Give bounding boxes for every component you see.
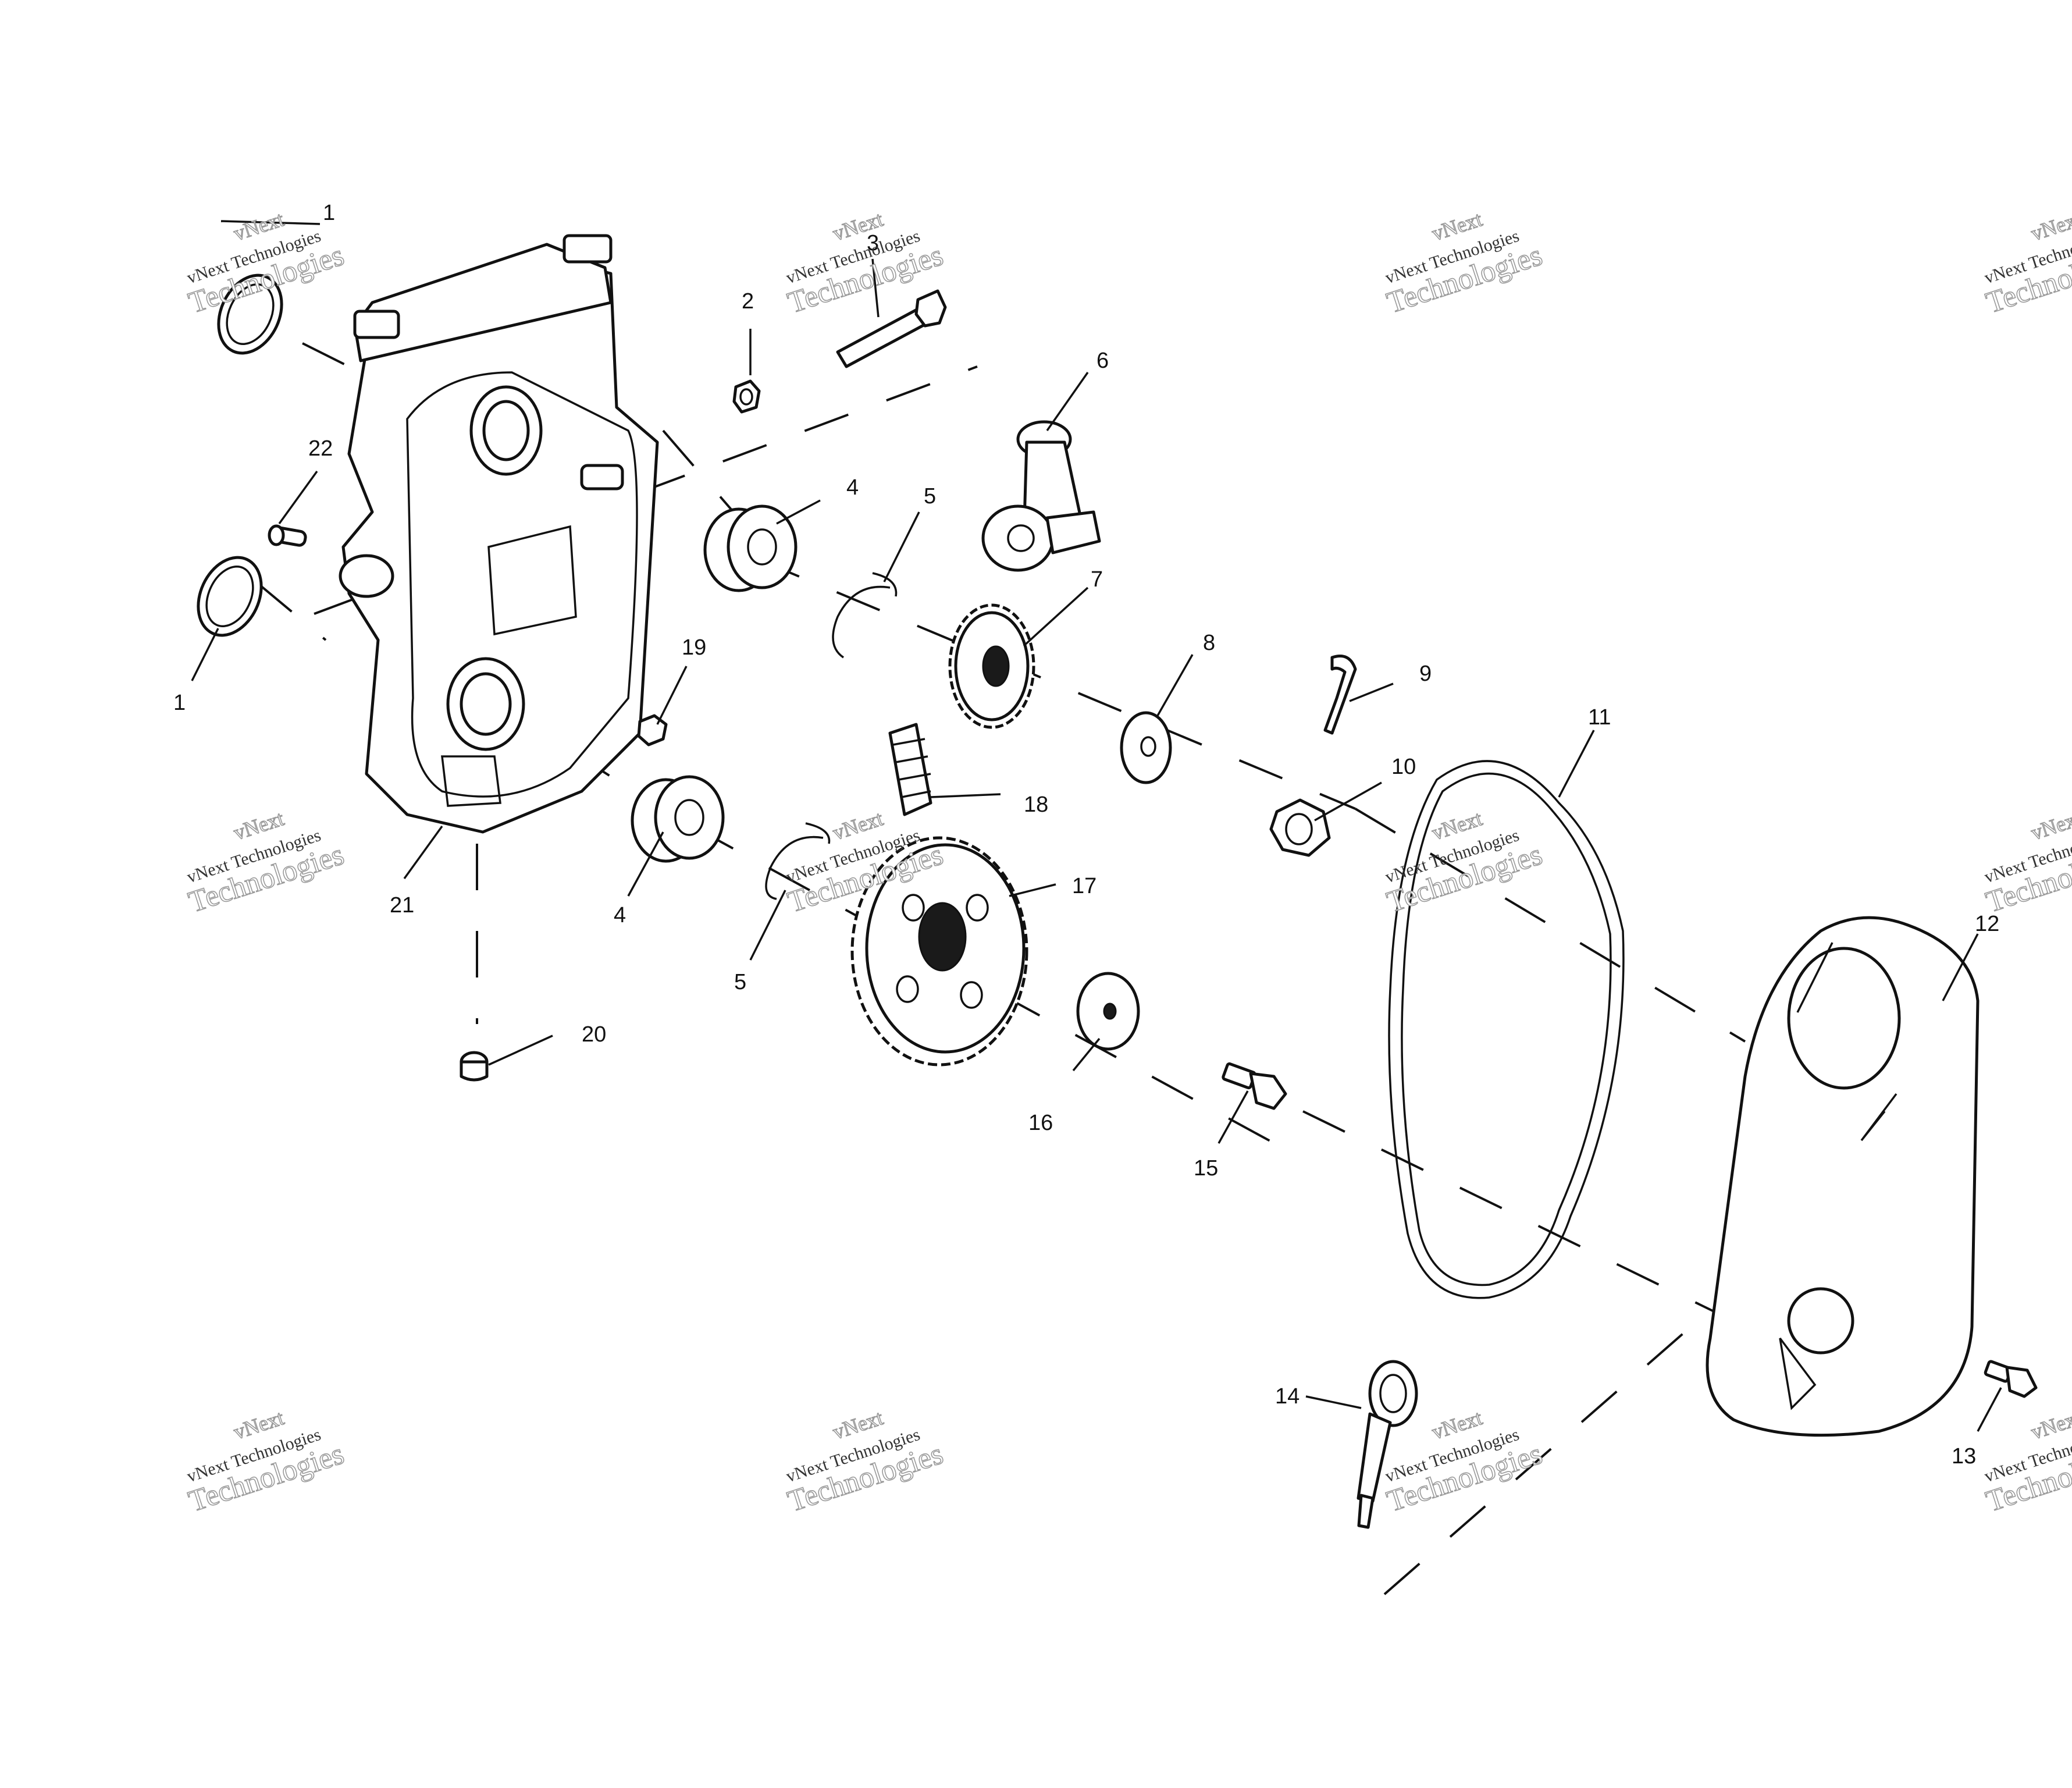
callout-16: 16: [1028, 1111, 1053, 1135]
bearing-lower: [631, 775, 725, 863]
leader-20: [488, 1035, 553, 1066]
callout-5-upper: 5: [924, 484, 936, 509]
watermark: vNext vNext Technologies Technologies: [784, 1405, 948, 1519]
svg-text:vNext: vNext: [2028, 1406, 2072, 1444]
seal-top: [217, 273, 283, 355]
watermark: vNext vNext Technologies Technologies: [1982, 806, 2072, 919]
drive-chain: [888, 723, 932, 816]
callout-17: 17: [1072, 874, 1096, 898]
leader-4a: [776, 499, 821, 525]
leader-8: [1156, 654, 1194, 716]
leader-19: [656, 666, 688, 725]
leader-4b: [627, 831, 664, 897]
nut-19: [637, 714, 668, 747]
cotter-pin: [1323, 655, 1357, 735]
snap-ring-lower: [765, 822, 831, 900]
callout-4-upper: 4: [846, 475, 859, 500]
callout-4-lower: 4: [614, 903, 626, 927]
callout-10: 10: [1391, 755, 1416, 779]
bearing-upper: [703, 504, 798, 592]
leader-1a: [220, 220, 321, 225]
leader-15: [1217, 1090, 1249, 1144]
watermark: vNext vNext Technologies Technologies: [1982, 207, 2072, 320]
callout-3: 3: [867, 231, 879, 255]
watermark: vNext vNext Technologies Technologies: [184, 806, 348, 919]
callout-7: 7: [1091, 567, 1103, 592]
axis-upper-shaft: [756, 557, 1356, 810]
watermark: vNext vNext Technologies Technologies: [184, 1405, 348, 1519]
leader-14: [1305, 1395, 1362, 1409]
leader-22: [278, 470, 318, 525]
leader-3: [871, 258, 880, 318]
leader-21: [403, 825, 443, 880]
axis-upper-to-cover: [1354, 808, 1746, 1043]
leader-16: [1072, 1037, 1101, 1072]
dowel-pin: [268, 524, 307, 547]
leader-11: [1558, 730, 1595, 798]
callout-5-lower: 5: [734, 970, 746, 994]
svg-text:vNext: vNext: [2028, 207, 2072, 245]
callout-12: 12: [1975, 912, 1999, 936]
chaincase-housing: [339, 234, 659, 834]
callout-1-top: 1: [323, 201, 335, 225]
leader-6: [1046, 371, 1089, 432]
callout-21: 21: [390, 893, 414, 918]
leader-9: [1349, 683, 1394, 702]
watermark: vNext vNext Technologies Technologies: [1982, 1405, 2072, 1519]
cover-gasket: [1388, 760, 1625, 1299]
leader-18: [930, 793, 1001, 798]
leader-5a: [883, 511, 920, 582]
callout-9: 9: [1419, 662, 1432, 686]
callout-20: 20: [582, 1022, 606, 1047]
axis-lower-to-cover: [1302, 1110, 1746, 1328]
callout-6: 6: [1096, 349, 1109, 373]
callout-19: 19: [682, 635, 706, 660]
leader-10: [1314, 781, 1382, 822]
sprocket-small: [948, 603, 1035, 729]
leader-17: [1009, 883, 1056, 897]
axis-dipstick: [1383, 1314, 1706, 1595]
tensioner-arm: [981, 420, 1101, 572]
washer-upper: [1120, 711, 1172, 784]
snap-ring-upper: [832, 572, 898, 659]
axis-top-seal: [302, 342, 361, 374]
seal-left: [197, 556, 263, 637]
nut-large: [1269, 798, 1331, 857]
callout-1-left: 1: [173, 691, 186, 715]
watermark: vNext vNext Technologies Technologies: [1383, 207, 1547, 320]
leader-13: [1977, 1387, 2002, 1432]
callout-22: 22: [308, 436, 333, 461]
washer-lower: [1076, 972, 1140, 1051]
callout-14: 14: [1275, 1384, 1300, 1409]
callout-8: 8: [1203, 631, 1215, 655]
shaft-bolt: [1222, 1062, 1287, 1110]
drain-plug: [460, 1051, 489, 1082]
leader-7: [1023, 586, 1089, 647]
axis-upper-bearing: [662, 429, 775, 560]
axis-left-seal: [255, 581, 327, 641]
gear-large: [850, 836, 1028, 1067]
svg-text:vNext: vNext: [2028, 806, 2072, 844]
cover-bolt: [1984, 1360, 2038, 1398]
chaincase-cover: [1706, 916, 1980, 1437]
callout-11: 11: [1588, 705, 1611, 730]
callout-13: 13: [1952, 1444, 1976, 1469]
leader-lines: [191, 220, 2002, 1432]
watermark: vNext vNext Technologies Technologies: [1383, 806, 1547, 919]
nut-small: [732, 379, 761, 414]
leader-1b: [191, 628, 219, 681]
callout-2: 2: [742, 289, 754, 314]
callout-15: 15: [1194, 1156, 1218, 1181]
callout-labels: 1 1 2 3 4 4 5 5 6 7 8 9 10 11 12 13 14 1…: [173, 201, 1999, 1469]
leader-12: [1942, 933, 1979, 1001]
bolt-long: [836, 289, 947, 368]
leader-5b: [749, 890, 786, 961]
dipstick: [1357, 1360, 1418, 1529]
axis-lower-shaft: [692, 825, 1280, 1147]
callout-18: 18: [1024, 792, 1048, 817]
